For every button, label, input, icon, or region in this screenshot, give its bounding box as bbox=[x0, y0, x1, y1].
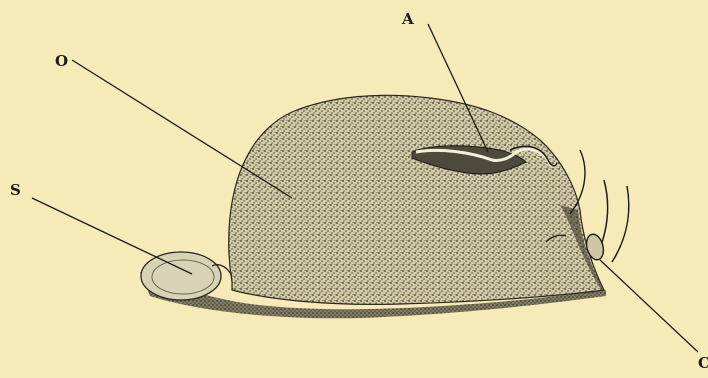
label-c: C bbox=[698, 356, 708, 371]
leader-line-c bbox=[600, 260, 698, 352]
main-mass bbox=[229, 95, 604, 304]
label-a: A bbox=[402, 12, 414, 27]
c-stalk-right bbox=[612, 186, 629, 262]
small-sac bbox=[141, 252, 221, 300]
label-o: O bbox=[55, 54, 68, 69]
leader-line-s bbox=[32, 198, 192, 274]
leader-line-o bbox=[72, 60, 292, 198]
label-s: S bbox=[10, 183, 21, 198]
